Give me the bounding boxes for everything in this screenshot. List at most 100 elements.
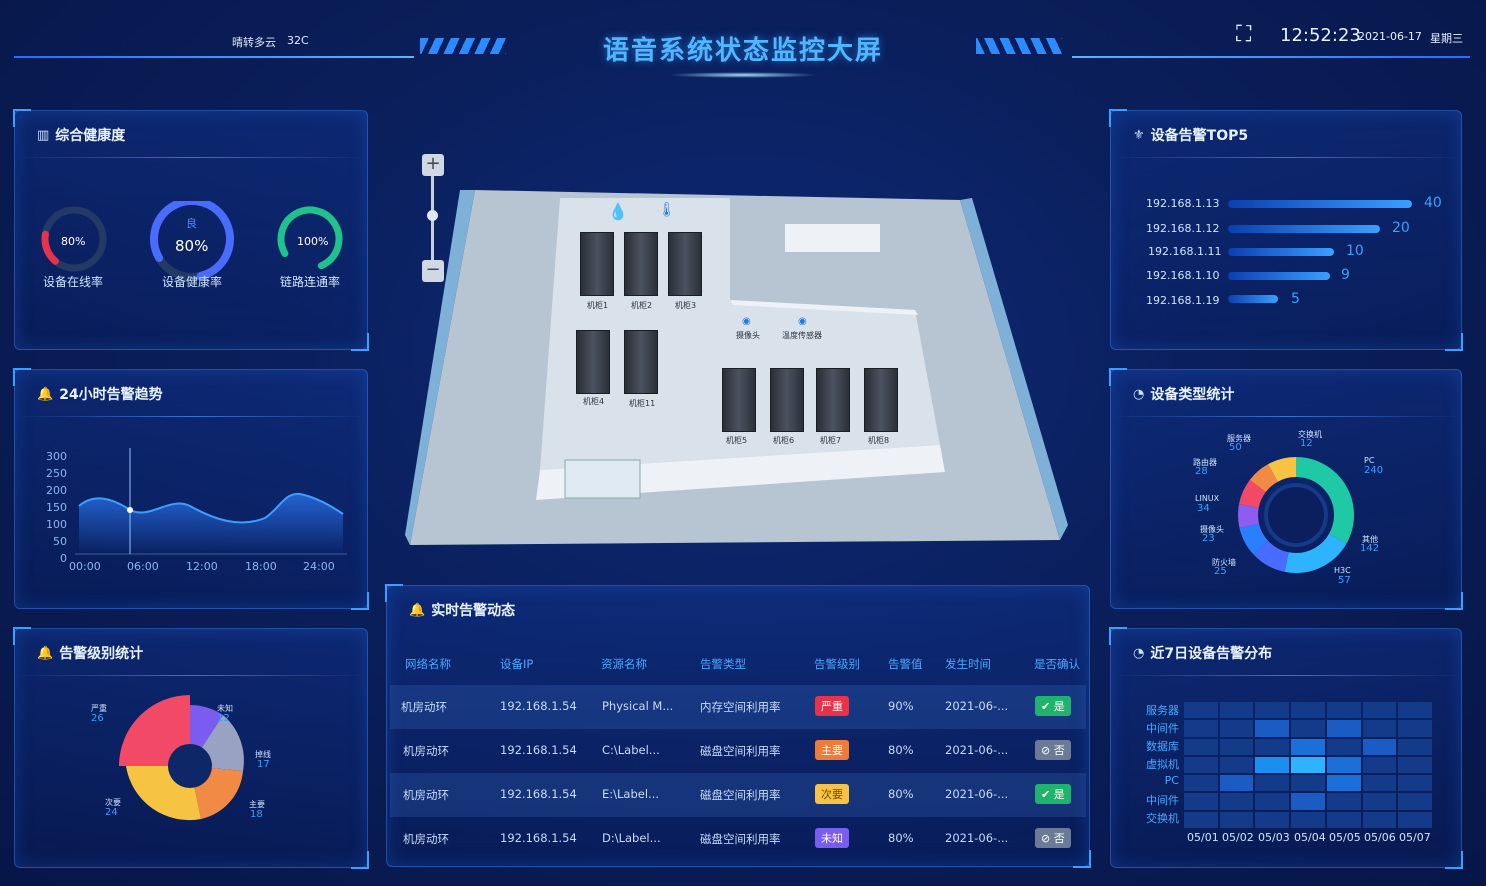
heatmap-row-label: 交换机	[1146, 812, 1179, 825]
top5-ip: 192.168.1.12	[1146, 222, 1220, 235]
type-legend-name: 摄像头	[1200, 525, 1224, 534]
heatmap-col-label: 05/05	[1329, 831, 1361, 844]
column-header[interactable]: 告警值	[888, 657, 923, 671]
type-legend-name: H3C	[1334, 566, 1351, 575]
cell-time: 2021-06-...	[945, 787, 1009, 801]
level-title: 🔔告警级别统计	[37, 645, 144, 663]
cell-type: 磁盘空间利用率	[700, 832, 781, 846]
ack-badge[interactable]: ✔ 是	[1035, 784, 1071, 804]
zoom-control: + −	[422, 154, 444, 282]
gauge-online-value: 80%	[61, 235, 86, 248]
cell-ip: 192.168.1.54	[500, 699, 577, 713]
cell-resource: D:\Label...	[602, 831, 661, 845]
water-sensor-icon[interactable]: 💧	[608, 202, 628, 221]
health-gauges	[41, 201, 343, 281]
rack-label: 机柜6	[773, 436, 795, 445]
camera-icon[interactable]: ◉	[742, 316, 751, 327]
header-deco-right	[976, 38, 1062, 54]
thermometer-icon[interactable]: 🌡	[658, 202, 676, 218]
top5-bar	[1228, 272, 1330, 280]
chart-icon: ▥	[37, 127, 50, 143]
fullscreen-icon[interactable]: ⛶	[1236, 22, 1252, 47]
types-title: ◔设备类型统计	[1133, 386, 1235, 404]
cell-ip: 192.168.1.54	[500, 831, 577, 845]
gauge-health-value: 80%	[175, 237, 209, 255]
level-legend-value: 18	[250, 809, 263, 820]
clock-time: 12:52:23	[1280, 25, 1361, 46]
cell-net: 机房动环	[403, 832, 449, 846]
level-legend-value: 12	[217, 713, 230, 724]
header-line-right	[1072, 56, 1470, 58]
cell-ip: 192.168.1.54	[500, 787, 577, 801]
zoom-out-button[interactable]: −	[422, 260, 444, 282]
table-row[interactable]: 机房动环 192.168.1.54 E:\Label... 磁盘空间利用率 次要…	[390, 773, 1086, 817]
type-legend-value: 142	[1360, 543, 1380, 554]
heatmap-row-label: 中间件	[1146, 794, 1179, 807]
bell-icon: 🔔	[37, 645, 54, 661]
type-legend-name: 其他	[1362, 535, 1378, 544]
cell-time: 2021-06-...	[945, 831, 1009, 845]
health-panel: ▥综合健康度 80% 良 80% 100% 设备在线率 设备健康率 链路连通率	[13, 109, 369, 351]
ack-badge[interactable]: ⊘ 否	[1035, 740, 1071, 760]
type-legend-name: PC	[1364, 456, 1375, 465]
cell-value: 80%	[888, 787, 914, 801]
heatmap-grid	[1184, 702, 1432, 828]
ack-badge[interactable]: ⊘ 否	[1035, 828, 1071, 848]
column-header[interactable]: 发生时间	[945, 657, 991, 671]
table-row[interactable]: 机房动环 192.168.1.54 Physical M... 内存空间利用率 …	[390, 685, 1086, 729]
column-header[interactable]: 告警类型	[700, 657, 746, 671]
gauge-link-value: 100%	[297, 235, 329, 248]
header-line-left	[14, 56, 414, 58]
title-glow	[668, 72, 818, 78]
top5-value: 5	[1291, 291, 1300, 307]
ack-badge[interactable]: ✔ 是	[1035, 696, 1071, 716]
rack[interactable]	[576, 330, 610, 394]
type-legend-value: 50	[1229, 442, 1242, 453]
cell-value: 80%	[888, 743, 914, 757]
rack[interactable]	[580, 232, 614, 296]
sensor-icon[interactable]: ◉	[798, 316, 807, 327]
cell-net: 机房动环	[403, 788, 449, 802]
pie-icon: ◔	[1133, 645, 1145, 661]
column-header[interactable]: 网络名称	[405, 657, 451, 671]
trend-title: 🔔24小时告警趋势	[37, 386, 163, 404]
level-legend-name: 未知	[217, 704, 233, 713]
column-header[interactable]: 设备IP	[500, 657, 534, 671]
rack[interactable]	[770, 368, 804, 432]
rack[interactable]	[816, 368, 850, 432]
trend-x-tick: 06:00	[127, 560, 159, 573]
type-legend-name: 防火墙	[1212, 558, 1236, 567]
rack[interactable]	[864, 368, 898, 432]
zoom-slider-handle[interactable]	[427, 210, 438, 221]
top5-bar	[1228, 248, 1334, 256]
trend-x-tick: 12:00	[186, 560, 218, 573]
heatmap-col-label: 05/02	[1222, 831, 1254, 844]
rack[interactable]	[624, 232, 658, 296]
column-header[interactable]: 是否确认	[1034, 657, 1080, 671]
zoom-in-button[interactable]: +	[422, 154, 444, 176]
trend-y-axis: 300 250 200 150 100 50 0	[46, 450, 67, 565]
top5-value: 20	[1392, 220, 1410, 236]
rack-label: 机柜11	[629, 399, 656, 408]
heatmap-col-label: 05/06	[1364, 831, 1396, 844]
types-panel: ◔设备类型统计	[1109, 368, 1463, 610]
temperature-text: 32C	[287, 34, 309, 47]
column-header[interactable]: 告警级别	[814, 657, 860, 671]
bell-icon: 🔔	[409, 602, 426, 618]
level-badge: 未知	[815, 828, 849, 848]
cell-type: 内存空间利用率	[700, 700, 781, 714]
cell-type: 磁盘空间利用率	[700, 788, 781, 802]
top5-ip: 192.168.1.11	[1148, 245, 1222, 258]
top5-bar	[1228, 200, 1412, 208]
rack[interactable]	[722, 368, 756, 432]
rack[interactable]	[668, 232, 702, 296]
rack[interactable]	[624, 330, 658, 394]
room-map[interactable]: + − 机柜1 机柜2 机柜3 机柜4 机柜11 机柜5 机柜6 机柜7 机柜8…	[400, 150, 1080, 570]
column-header[interactable]: 资源名称	[601, 657, 647, 671]
table-row[interactable]: 机房动环 192.168.1.54 D:\Label... 磁盘空间利用率 未知…	[390, 817, 1086, 861]
type-legend-name: 路由器	[1193, 458, 1217, 467]
type-legend-value: 12	[1300, 438, 1313, 449]
gauge-link-label: 链路连通率	[280, 275, 341, 289]
level-panel: 🔔告警级别统计 严重 26 未知 12 掉线 17 主要 18 次要 24	[13, 627, 369, 869]
table-row[interactable]: 机房动环 192.168.1.54 C:\Label... 磁盘空间利用率 主要…	[390, 729, 1086, 773]
